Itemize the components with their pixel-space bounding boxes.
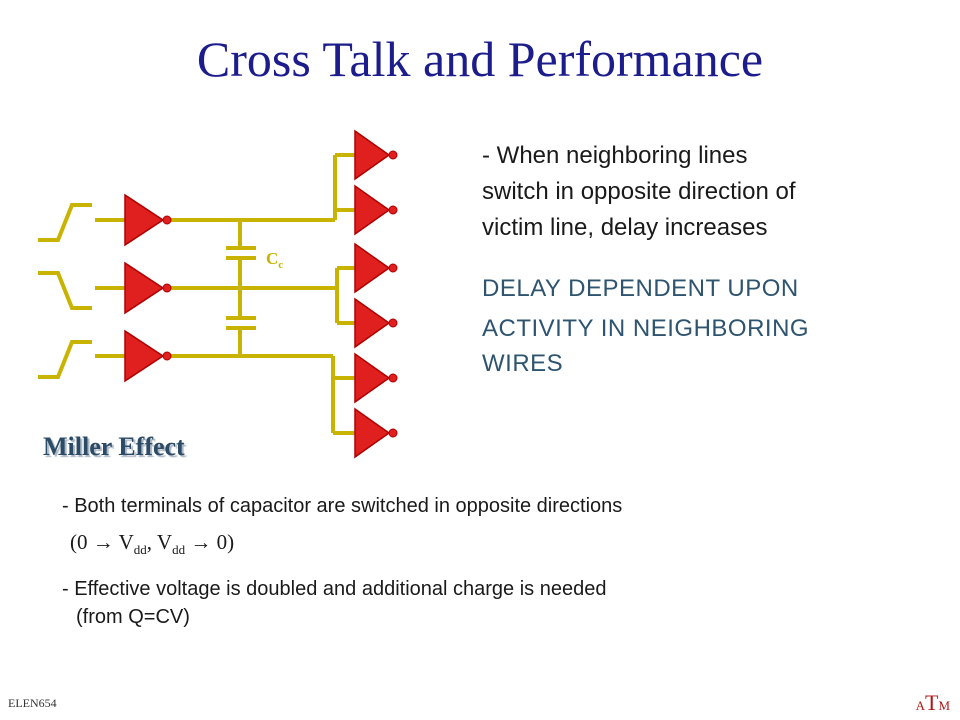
driver-buffer-3 [124, 329, 165, 383]
load-buffer-6-bubble [388, 428, 398, 438]
driver-buffer-3-bubble [162, 351, 172, 361]
load-buffer-4-bubble [388, 318, 398, 328]
falling-input-2 [38, 271, 92, 310]
load-buffer-6 [354, 407, 391, 459]
load-buffer-2-bubble [388, 205, 398, 215]
load-buffer-4 [354, 297, 391, 349]
caps-line-3: WIRES [482, 350, 564, 377]
load-buffer-5-bubble [388, 373, 398, 383]
load-buffer-5 [354, 352, 391, 404]
miller-heading: Miller Effect [43, 432, 185, 461]
driver-buffer-1-bubble [162, 215, 172, 225]
rising-input-3 [38, 340, 92, 379]
load-buffer-3 [354, 242, 391, 294]
load-buffer-1 [354, 129, 391, 181]
caps-line-1: DELAY DEPENDENT UPON [482, 275, 799, 302]
capacitor-label: Cc [266, 249, 283, 271]
driver-buffer-2 [124, 261, 165, 315]
atm-logo: ATM [915, 690, 950, 715]
load-buffer-3-bubble [388, 263, 398, 273]
buffers [124, 129, 398, 459]
slide-title: Cross Talk and Performance [196, 31, 764, 87]
rising-input-1 [38, 203, 92, 242]
course-code: ELEN654 [8, 696, 57, 710]
miller-item-1: - Both terminals of capacitor are switch… [62, 495, 623, 517]
load-buffer-1-bubble [388, 150, 398, 160]
bullet-1-line-1: - When neighboring lines [482, 142, 748, 169]
caps-line-2: ACTIVITY IN NEIGHBORING [482, 315, 810, 342]
bullet-1-line-2: switch in opposite direction of [482, 178, 796, 205]
load-buffer-2 [354, 184, 391, 236]
wires [38, 153, 355, 435]
driver-buffer-2-bubble [162, 283, 172, 293]
miller-item-2-line-2: (from Q=CV) [76, 606, 190, 628]
driver-buffer-1 [124, 193, 165, 247]
miller-formula: (0 → Vdd, Vdd → 0) [70, 530, 235, 558]
bullet-1-line-3: victim line, delay increases [482, 214, 768, 241]
miller-item-2-line-1: - Effective voltage is doubled and addit… [62, 578, 607, 600]
